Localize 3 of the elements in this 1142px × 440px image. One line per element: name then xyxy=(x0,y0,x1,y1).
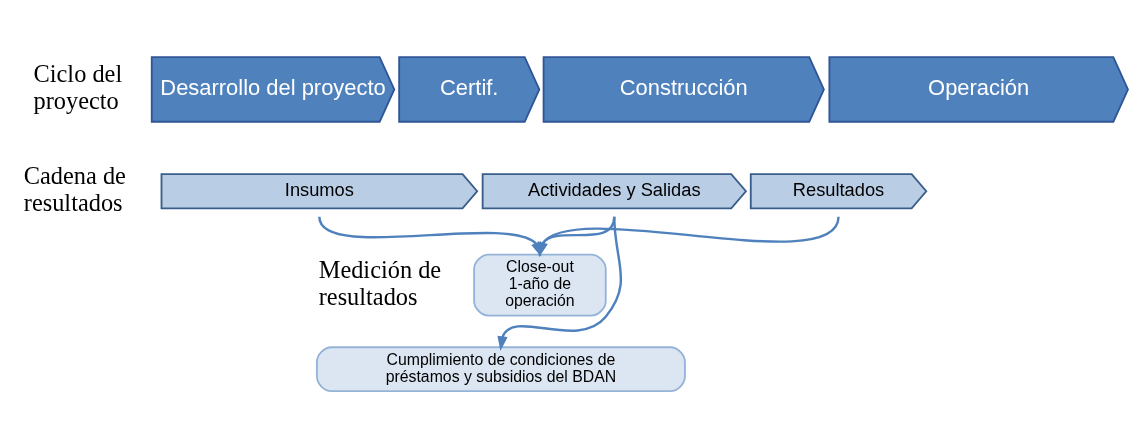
label: Medición de resultados xyxy=(318,255,442,310)
label: Ciclo del proyecto xyxy=(33,59,123,114)
label: Cadena de resultados xyxy=(23,161,126,216)
